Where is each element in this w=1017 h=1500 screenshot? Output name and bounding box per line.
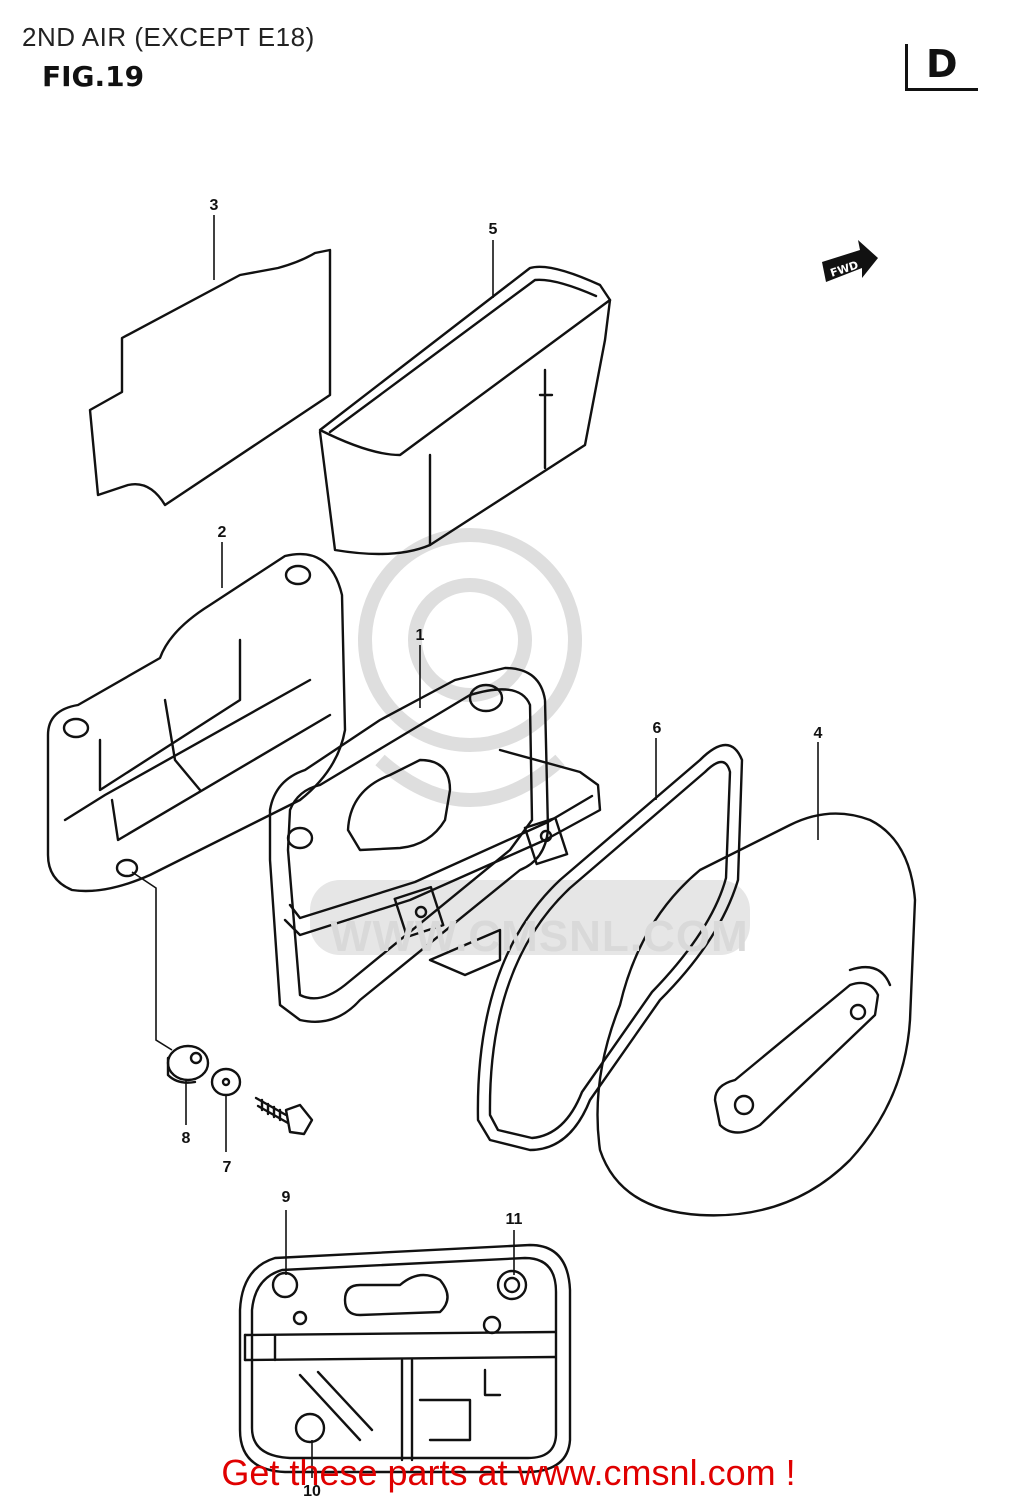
part-6-gasket (476, 743, 744, 1152)
part-1-housing (268, 666, 602, 1023)
callout-7: 7 (223, 1159, 232, 1176)
section-badge: D (905, 42, 978, 91)
callout-4: 4 (814, 725, 823, 742)
part-7-washer (210, 1067, 242, 1097)
part-5-duct (318, 265, 612, 556)
part-8-grommet (166, 1044, 210, 1084)
callout-9: 9 (282, 1189, 291, 1206)
section-badge-letter: D (926, 42, 958, 86)
part-3-filter-sheet (88, 248, 332, 507)
watermark-band (310, 880, 750, 955)
watermark-logo (358, 528, 582, 807)
callout-1: 1 (416, 627, 425, 644)
part-9-10-11-base-plate (238, 1243, 572, 1474)
footer-link-text[interactable]: Get these parts at www.cmsnl.com ! (221, 1452, 796, 1493)
fwd-arrow-icon: FWD (822, 240, 878, 282)
callout-3: 3 (210, 197, 219, 214)
callout-11: 11 (506, 1211, 523, 1228)
part-4-outer-cover (596, 812, 917, 1217)
leader-lines (131, 215, 819, 1478)
callout-5: 5 (489, 221, 498, 238)
screw (254, 1096, 314, 1136)
callout-8: 8 (182, 1130, 191, 1147)
watermark-url: WWW.CMSNL.COM (330, 912, 749, 961)
callout-10: 10 (303, 1483, 321, 1500)
callout-2: 2 (218, 524, 227, 541)
figure-number: FIG.19 (42, 60, 145, 93)
part-2-cover-plate (46, 552, 347, 893)
callout-6: 6 (653, 720, 662, 737)
page-title: 2ND AIR (EXCEPT E18) (22, 22, 315, 52)
